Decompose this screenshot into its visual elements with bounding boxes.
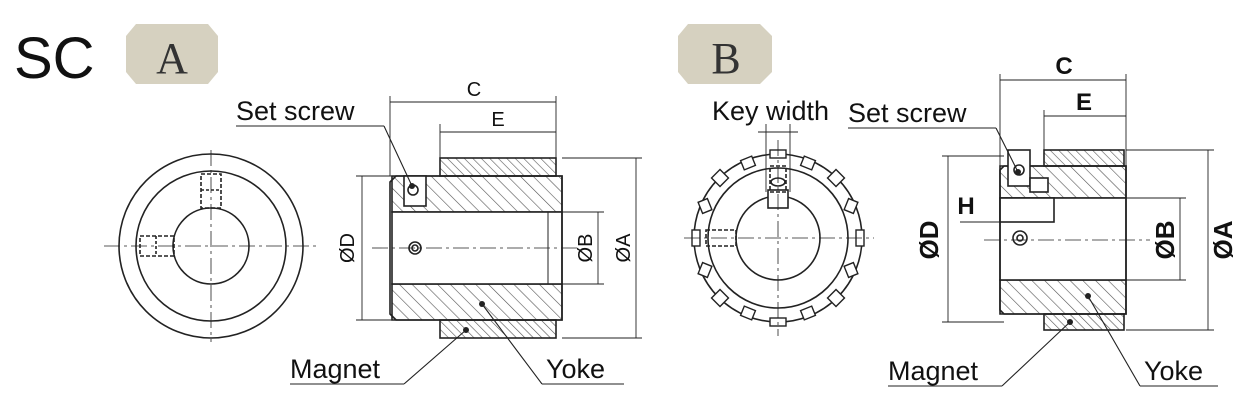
- type-b-set-screw: [1007, 149, 1031, 187]
- type-b-magnet-top: [1043, 149, 1125, 167]
- type-a-magnet-top: [439, 157, 557, 177]
- type-a-dim-ob: ØB: [575, 234, 597, 263]
- type-a-dimensions: [356, 96, 642, 339]
- type-b-dimensions: [942, 74, 1214, 331]
- type-a-leaders: [236, 125, 624, 385]
- type-a-badge: [126, 24, 218, 84]
- type-a-set-screw-label: Set screw: [236, 96, 355, 126]
- type-b-magnet-label: Magnet: [888, 356, 979, 386]
- type-a-dim-e: E: [491, 109, 504, 131]
- type-b-badge: [678, 24, 772, 84]
- type-b-dim-od: ØD: [914, 221, 944, 260]
- type-b-set-screw-label: Set screw: [848, 98, 967, 128]
- type-b-dim-e: E: [1076, 89, 1092, 116]
- type-a-magnet-bottom: [439, 319, 557, 339]
- type-a-dim-c: C: [467, 79, 481, 101]
- type-a-set-screw: [403, 175, 427, 207]
- type-b-dim-oa: ØA: [1208, 220, 1238, 259]
- type-a-label: A: [156, 34, 188, 83]
- type-b-label: B: [711, 34, 740, 83]
- type-b-key-width-dim: [758, 124, 798, 192]
- type-b-leaders: [848, 127, 1218, 387]
- type-b-dim-c: C: [1055, 53, 1072, 80]
- type-a-magnet-label: Magnet: [290, 354, 381, 384]
- type-b-yoke-label: Yoke: [1144, 356, 1203, 386]
- type-b-dim-h: H: [957, 193, 974, 220]
- series-title: SC: [14, 26, 95, 91]
- type-b-front-view: [684, 140, 874, 336]
- type-a-yoke-label: Yoke: [546, 354, 605, 384]
- type-b-section-view: [984, 149, 1150, 331]
- type-b-dim-ob: ØB: [1150, 221, 1180, 260]
- type-b-key-width-label: Key width: [712, 96, 829, 126]
- type-a-section-view: [372, 157, 580, 339]
- type-a-front-view: [104, 150, 318, 342]
- type-a-dim-oa: ØA: [613, 233, 635, 263]
- type-a-dim-od: ØD: [337, 233, 359, 263]
- type-b-magnet-bottom: [1043, 313, 1125, 331]
